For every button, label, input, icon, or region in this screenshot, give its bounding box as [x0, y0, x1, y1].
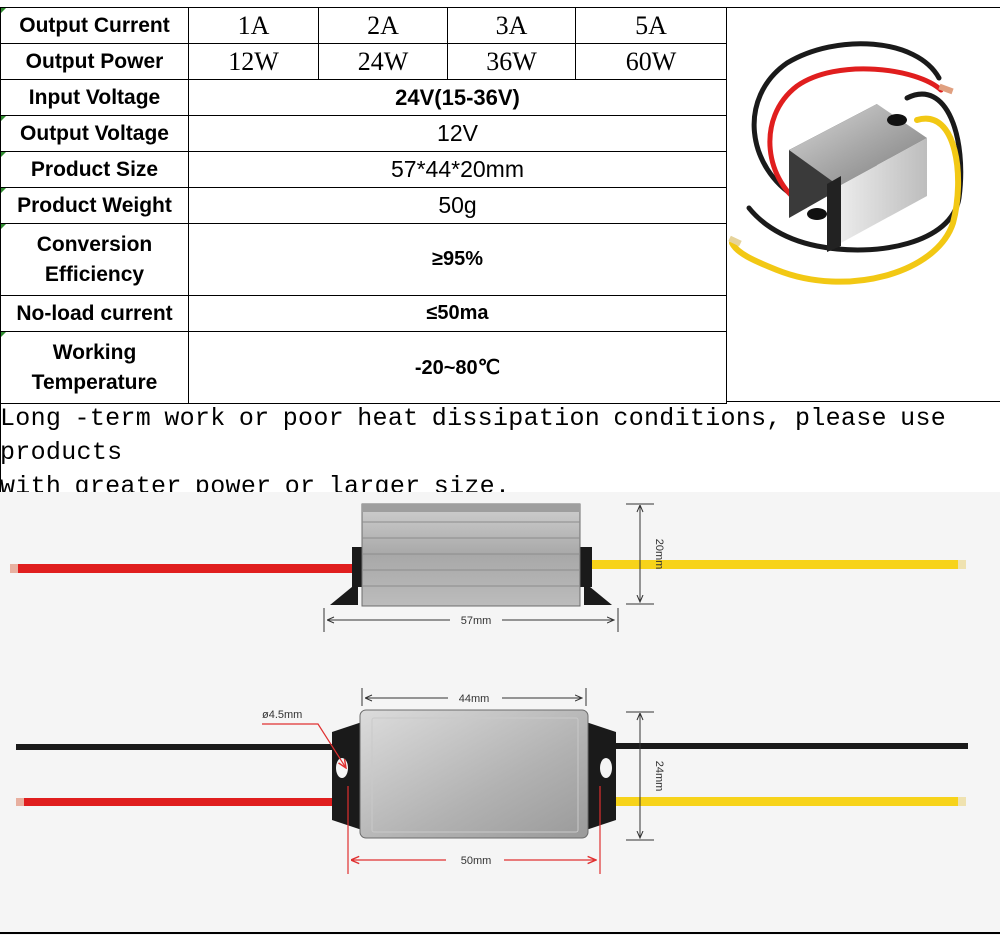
product-photo-frame: [726, 7, 1000, 402]
row-product-size: Product Size 57*44*20mm: [0, 151, 727, 188]
product-weight-value: 50g: [188, 187, 727, 224]
output-voltage-label: Output Voltage: [0, 115, 189, 152]
side-red-wire: [10, 564, 356, 573]
output-power-label: Output Power: [0, 43, 189, 80]
output-voltage-value: 12V: [188, 115, 727, 152]
top-red-wire-tip: [16, 798, 24, 806]
conversion-efficiency-label-line2: Efficiency: [44, 262, 145, 286]
conversion-efficiency-value: ≥95%: [188, 223, 727, 296]
output-power-4: 60W: [575, 43, 727, 80]
output-power-1: 12W: [188, 43, 319, 80]
bottom-rule: [0, 932, 1000, 934]
side-height-label: 20mm: [653, 539, 665, 570]
black-wire-left: [751, 41, 942, 201]
row-output-power: Output Power 12W 24W 36W 60W: [0, 43, 727, 80]
row-no-load-current: No-load current ≤50ma: [0, 295, 727, 332]
top-height-label: 24mm: [653, 761, 665, 792]
top-red-wire-left: [16, 798, 338, 806]
product-size-value: 57*44*20mm: [188, 151, 727, 188]
output-current-label: Output Current: [0, 7, 189, 44]
output-current-4: 5A: [575, 7, 727, 44]
yellow-wire-right: [729, 115, 962, 285]
row-working-temperature: Working Temperature -20~80℃: [0, 331, 727, 404]
notice-left-rule: [0, 402, 1, 492]
top-left-flange: [332, 722, 362, 830]
case-foot-right: [887, 114, 907, 126]
top-case: [359, 709, 589, 839]
mount-spacing-label: 50mm: [461, 855, 492, 867]
working-temperature-value: -20~80℃: [188, 331, 727, 404]
output-current-2: 2A: [318, 7, 448, 44]
output-power-2: 24W: [318, 43, 448, 80]
row-output-voltage: Output Voltage 12V: [0, 115, 727, 152]
wire-tip-yellow: [728, 235, 742, 247]
side-view: 20mm 57mm: [10, 503, 966, 632]
row-input-voltage: Input Voltage 24V(15-36V): [0, 79, 727, 116]
working-temperature-label: Working Temperature: [0, 331, 189, 404]
product-weight-label: Product Weight: [0, 187, 189, 224]
mount-hole-right-top: [600, 758, 612, 778]
output-current-1: 1A: [188, 7, 319, 44]
top-black-wire-right: [610, 743, 968, 749]
output-power-3: 36W: [447, 43, 576, 80]
red-wire-left: [767, 66, 944, 209]
product-size-label: Product Size: [0, 151, 189, 188]
side-right-foot: [584, 582, 612, 605]
input-voltage-value: 24V(15-36V): [188, 79, 727, 116]
top-right-flange: [586, 722, 616, 830]
notice-line-1: Long -term work or poor heat dissipation…: [0, 404, 947, 467]
case-front: [839, 138, 927, 244]
case-foot: [807, 208, 827, 220]
side-yellow-wire-tip: [958, 560, 966, 569]
spec-table: Output Current 1A 2A 3A 5A Output Power …: [0, 7, 727, 404]
side-length-label: 57mm: [461, 615, 492, 627]
row-conversion-efficiency: Conversion Efficiency ≥95%: [0, 223, 727, 296]
side-left-foot: [330, 582, 358, 605]
conversion-efficiency-label: Conversion Efficiency: [0, 223, 189, 296]
product-photo: [728, 41, 964, 285]
dimension-diagram: 20mm 57mm 44mm ø4.5mm: [0, 492, 1000, 935]
no-load-current-value: ≤50ma: [188, 295, 727, 332]
side-red-wire-tip: [10, 564, 18, 573]
notice-text: Long -term work or poor heat dissipation…: [0, 402, 1000, 504]
top-yellow-wire-tip: [958, 797, 966, 806]
working-temperature-label-line1: Working: [52, 340, 137, 364]
black-wire-right: [746, 91, 964, 253]
top-yellow-wire-right: [588, 797, 966, 806]
working-temperature-label-line2: Temperature: [31, 370, 158, 394]
side-case: [361, 503, 581, 607]
conversion-efficiency-label-line1: Conversion: [36, 232, 153, 256]
wire-tip-red: [938, 83, 954, 95]
side-yellow-wire: [588, 560, 966, 569]
output-current-3: 3A: [447, 7, 576, 44]
case-end-block: [827, 176, 841, 252]
top-view: 44mm ø4.5mm 24mm 50mm: [16, 688, 968, 874]
hole-diameter-label: ø4.5mm: [262, 709, 302, 721]
top-black-wire-left: [16, 744, 336, 750]
input-voltage-label: Input Voltage: [0, 79, 189, 116]
row-product-weight: Product Weight 50g: [0, 187, 727, 224]
row-output-current: Output Current 1A 2A 3A 5A: [0, 7, 727, 44]
top-width-label: 44mm: [459, 693, 490, 705]
no-load-current-label: No-load current: [0, 295, 189, 332]
